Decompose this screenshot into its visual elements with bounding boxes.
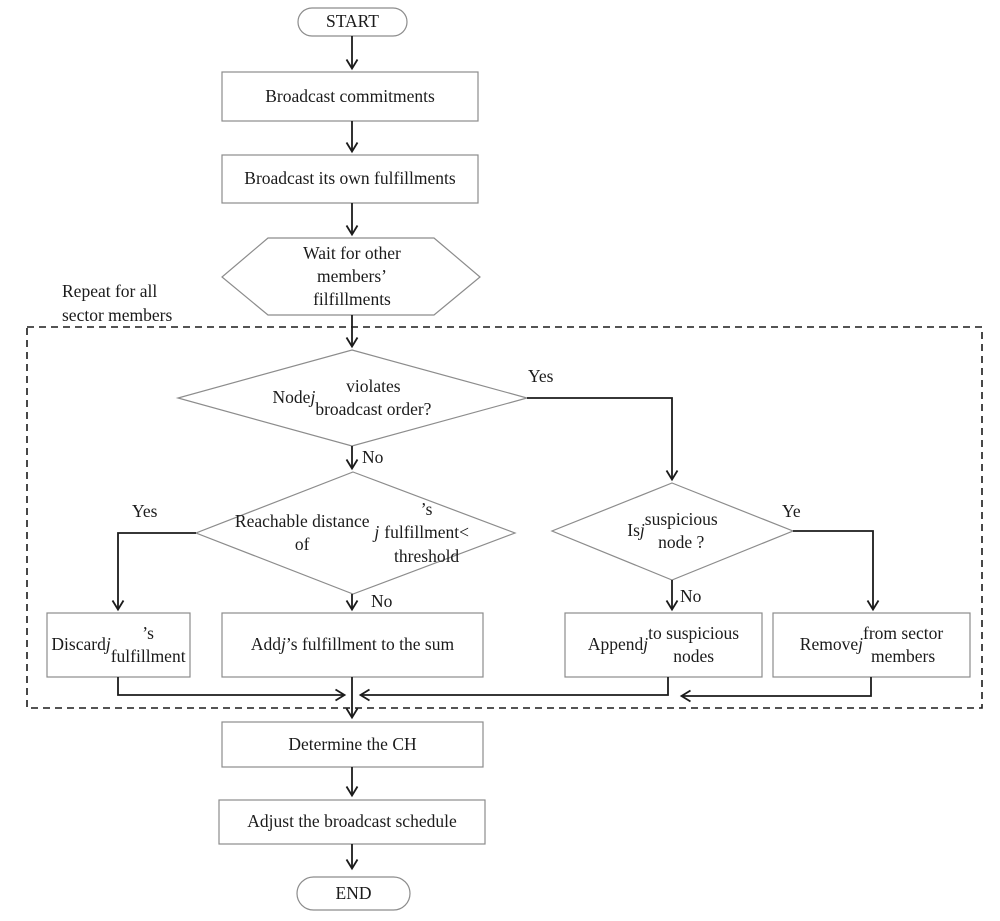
edge-reachable-yes-to-discard bbox=[111, 532, 196, 612]
edge-append-to-junction bbox=[358, 677, 669, 702]
wait-members-label: Wait for other members’ filfillments bbox=[303, 242, 401, 310]
broadcast-fulfillments-box bbox=[221, 154, 479, 204]
loop-region-dashed-box bbox=[26, 326, 983, 709]
violates-no-label: No bbox=[362, 447, 384, 467]
append-suspicious-label: Append j to suspicious nodes bbox=[587, 622, 740, 666]
append-suspicious-box bbox=[564, 612, 763, 678]
edge-discard-to-junction bbox=[117, 677, 347, 702]
discard-fulfillment-box bbox=[46, 612, 191, 678]
broadcast-commitments-box bbox=[221, 71, 479, 122]
add-fulfillment-box bbox=[221, 612, 484, 678]
reachable-yes-label: Yes bbox=[132, 501, 158, 521]
edge-suspicious-yes-to-remove bbox=[793, 530, 880, 612]
end-label: END bbox=[335, 882, 372, 903]
reachable-distance-label: Reachable distance of j’s fulfillment< t… bbox=[234, 499, 469, 566]
remove-member-box bbox=[772, 612, 971, 678]
violates-yes-label: Yes bbox=[528, 366, 554, 386]
loop-region-label: Repeat for all sector members bbox=[62, 281, 173, 325]
start-label: START bbox=[326, 11, 379, 32]
determine-ch-label: Determine the CH bbox=[288, 733, 417, 754]
adjust-schedule-label: Adjust the broadcast schedule bbox=[247, 811, 457, 832]
reachable-no-label: No bbox=[371, 591, 393, 611]
add-fulfillment-label: Add j’s fulfillment to the sum bbox=[250, 634, 455, 655]
determine-ch-box bbox=[221, 721, 484, 768]
is-suspicious-label: Is j suspicious node ? bbox=[627, 508, 718, 552]
edge-violates-yes-to-suspicious bbox=[527, 397, 679, 482]
reachable-distance-diamond bbox=[194, 471, 517, 595]
wait-members-hexagon bbox=[221, 237, 481, 316]
edge-remove-to-append-line bbox=[679, 677, 872, 703]
suspicious-no-label: No bbox=[680, 586, 702, 606]
violates-order-label: Node j violates broadcast order? bbox=[272, 375, 432, 419]
broadcast-fulfillments-label: Broadcast its own fulfillments bbox=[244, 168, 456, 189]
discard-fulfillment-label: Discard j’s fulfillment bbox=[51, 622, 186, 666]
end-terminator-shape bbox=[296, 876, 411, 911]
suspicious-yes-label: Ye bbox=[782, 501, 801, 521]
remove-member-label: Remove j from sector members bbox=[799, 622, 944, 666]
broadcast-commitments-label: Broadcast commitments bbox=[265, 85, 435, 106]
